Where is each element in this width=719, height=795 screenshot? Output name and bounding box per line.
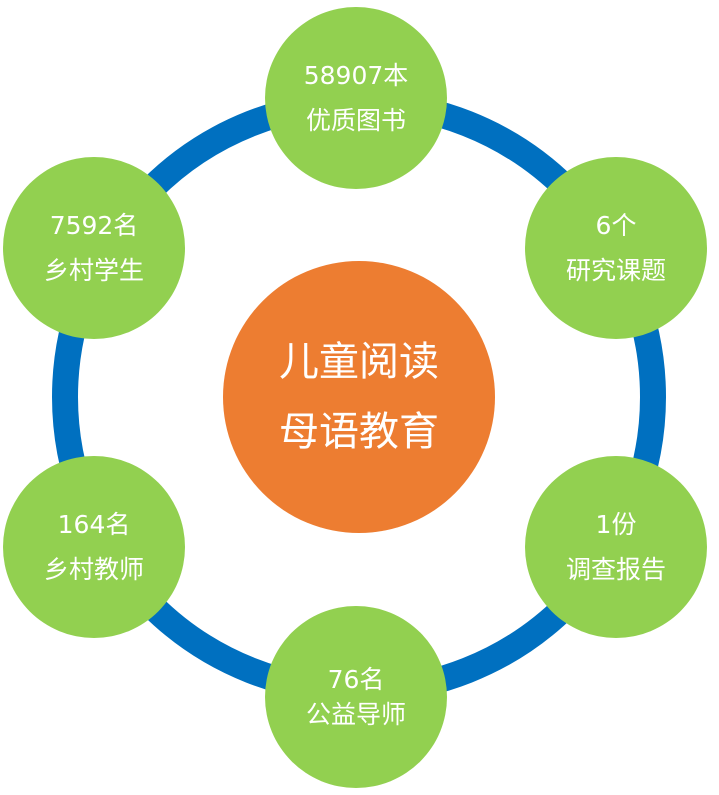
node-research-topics: 6个 研究课题 [525,157,707,339]
node-rural-teachers-label: 乡村教师 [43,555,144,584]
node-mentors-value: 76名 [327,665,385,694]
center-title-line1: 儿童阅读 [279,339,439,385]
center-circle: 儿童阅读 母语教育 [223,261,495,533]
node-mentors: 76名 公益导师 [265,606,447,788]
node-mentors-label: 公益导师 [305,700,406,729]
center-title-line2: 母语教育 [279,409,439,455]
node-rural-students-value: 7592名 [49,211,139,240]
node-rural-students-label: 乡村学生 [43,256,144,285]
node-research-topics-label: 研究课题 [565,256,666,285]
node-rural-teachers: 164名 乡村教师 [3,456,185,638]
node-rural-teachers-value: 164名 [57,510,131,539]
node-books-label: 优质图书 [305,106,406,135]
node-rural-students: 7592名 乡村学生 [3,157,185,339]
node-survey-report: 1份 调查报告 [525,456,707,638]
node-books-value: 58907本 [303,61,409,90]
node-books: 58907本 优质图书 [265,7,447,189]
node-survey-report-value: 1份 [595,510,637,539]
node-research-topics-value: 6个 [595,211,637,240]
node-survey-report-label: 调查报告 [565,555,666,584]
